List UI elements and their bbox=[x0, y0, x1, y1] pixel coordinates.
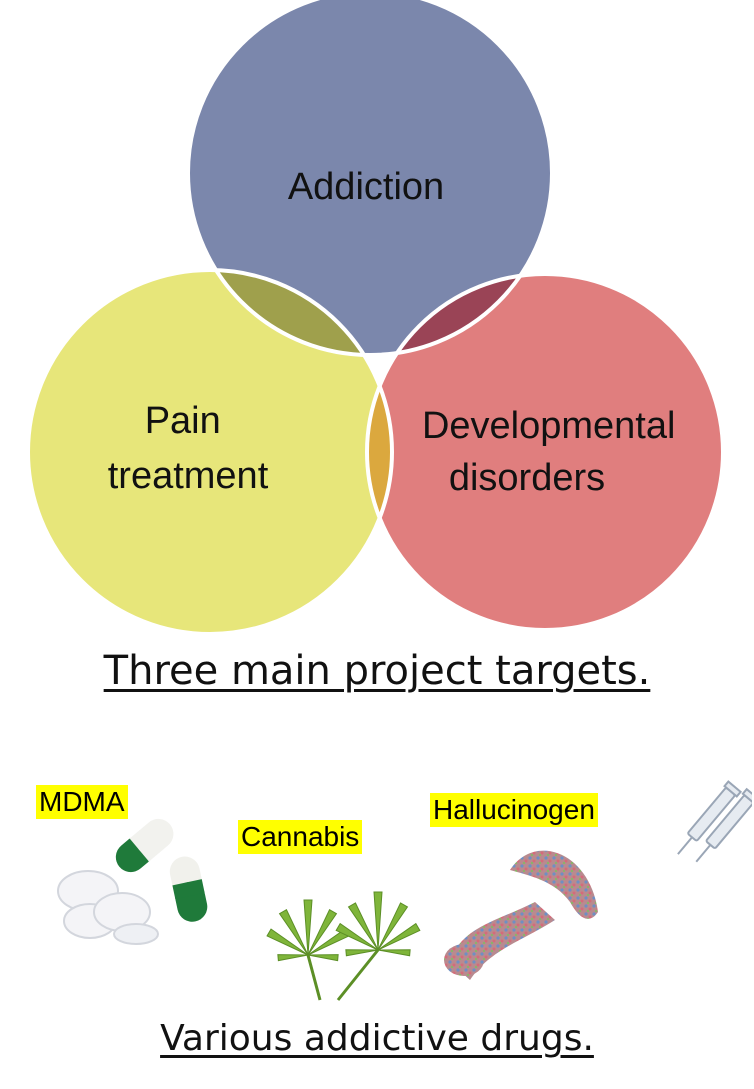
circle-developmental-disorders bbox=[367, 274, 723, 630]
venn-diagram: Addiction Pain treatment Developmental d… bbox=[26, 0, 725, 636]
svg-text:Addiction: Addiction bbox=[288, 166, 444, 208]
pain-label-line-1: Pain bbox=[145, 400, 221, 442]
mdma-label: MDMA bbox=[36, 785, 128, 819]
hallucinogen-label: Hallucinogen bbox=[430, 793, 598, 827]
pills-icon bbox=[57, 818, 208, 945]
syringe-icon bbox=[677, 780, 752, 863]
venn-caption: Three main project targets. bbox=[103, 648, 651, 694]
circle-addiction bbox=[188, 0, 552, 355]
developmental-label-line-2: disorders bbox=[449, 457, 605, 499]
addiction-label: Addiction bbox=[288, 166, 444, 208]
circle-pain-treatment bbox=[28, 270, 392, 634]
cannabis-leaf-icon bbox=[266, 891, 421, 1001]
drugs-caption: Various addictive drugs. bbox=[160, 1018, 594, 1059]
cannabis-label: Cannabis bbox=[238, 820, 363, 854]
svg-text:Pain treatment: Pain treatment bbox=[108, 400, 269, 497]
pain-label-line-2: treatment bbox=[108, 455, 269, 497]
svg-text:Developmental disorders: Developmental disorders bbox=[422, 405, 686, 499]
mushroom-icon bbox=[444, 850, 598, 980]
developmental-label-line-1: Developmental bbox=[422, 405, 675, 447]
